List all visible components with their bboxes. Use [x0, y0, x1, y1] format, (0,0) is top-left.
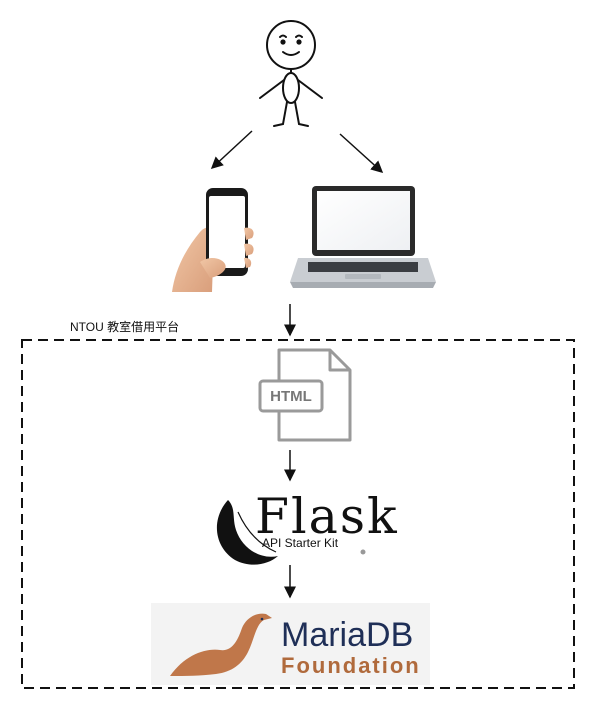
flask-name: Flask: [255, 488, 399, 545]
stick-figure-user-icon: [259, 20, 323, 127]
laptop-icon: [290, 186, 436, 288]
mariadb-subtitle: Foundation: [281, 653, 421, 678]
platform-boundary: [21, 339, 575, 689]
flask-subtitle: API Starter Kit: [262, 536, 339, 550]
arrow-user-to-laptop: [339, 133, 384, 174]
arrow-user-to-phone: [210, 130, 253, 170]
mariadb-name: MariaDB: [281, 616, 414, 654]
flask-horn-logo-icon: [216, 500, 366, 565]
smartphone-in-hand-icon: [172, 188, 254, 292]
html-file-icon: [258, 348, 352, 442]
mariadb-seal-logo-icon: [170, 613, 272, 676]
platform-label: NTOU 教室借用平台: [70, 320, 180, 334]
html-file-label: HTML: [270, 387, 312, 405]
